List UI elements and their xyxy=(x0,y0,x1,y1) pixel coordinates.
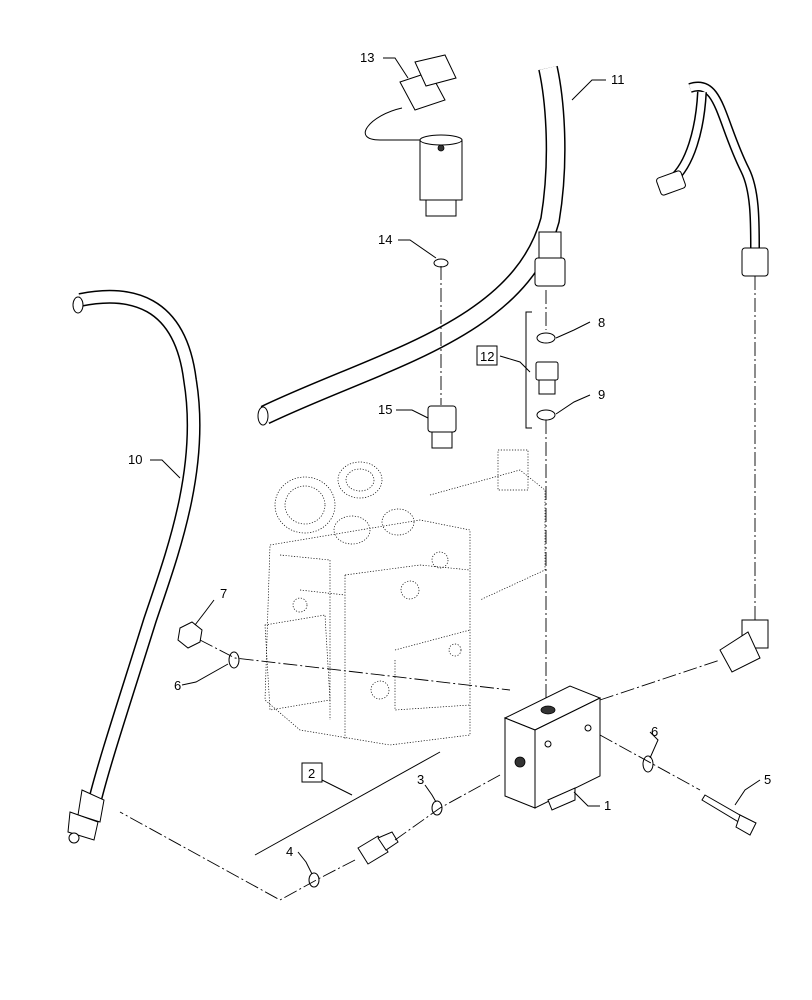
control-valve-assembly xyxy=(264,449,546,746)
fitting-kit-2 xyxy=(254,751,443,888)
valve-block-1 xyxy=(503,685,602,811)
callout-11: 11 xyxy=(611,72,625,87)
callout-9: 9 xyxy=(598,387,605,402)
callout-12: 12 xyxy=(480,349,494,364)
callout-box-12 xyxy=(476,345,498,366)
callout-5: 5 xyxy=(764,772,771,787)
callout-13: 13 xyxy=(360,50,374,65)
hose-11 xyxy=(257,65,566,426)
callout-10: 10 xyxy=(128,452,142,467)
callout-6-left: 6 xyxy=(174,678,181,693)
callout-1: 1 xyxy=(604,798,611,813)
callout-3: 3 xyxy=(417,772,424,787)
callout-2: 2 xyxy=(308,766,315,781)
assembly-center-lines xyxy=(119,266,721,901)
callout-box-2 xyxy=(301,762,323,783)
callout-14: 14 xyxy=(378,232,392,247)
leader-lines xyxy=(150,57,761,875)
callout-6-right: 6 xyxy=(651,724,658,739)
nut-7 xyxy=(177,621,240,669)
callout-15: 15 xyxy=(378,402,392,417)
callout-7: 7 xyxy=(220,586,227,601)
adapter-12 xyxy=(525,311,559,429)
pressure-switch-13 xyxy=(364,54,463,268)
callout-4: 4 xyxy=(286,844,293,859)
hose-10 xyxy=(67,289,201,844)
callout-8: 8 xyxy=(598,315,605,330)
steel-tube xyxy=(656,81,769,673)
fitting-15 xyxy=(427,405,457,449)
